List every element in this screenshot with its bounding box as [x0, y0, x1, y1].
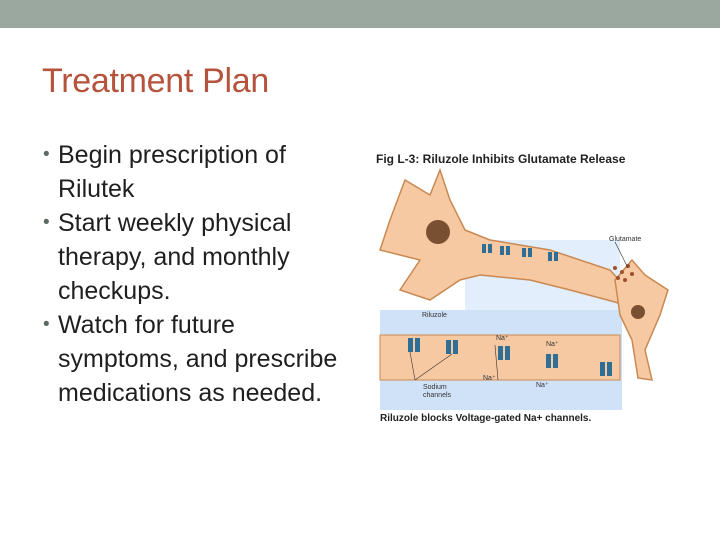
bullet-icon: •	[43, 144, 50, 165]
figure-caption: Fig L-3: Riluzole Inhibits Glutamate Rel…	[376, 152, 626, 166]
label-riluzole: Riluzole	[422, 312, 447, 319]
riluzole-figure	[379, 167, 669, 410]
bullet-icon: •	[43, 212, 50, 233]
bullet-item: •Watch for future symptoms, and prescrib…	[42, 308, 342, 410]
bullet-list: •Begin prescription of Rilutek •Start we…	[42, 138, 342, 410]
top-banner	[0, 0, 720, 28]
label-glutamate: Glutamate	[609, 236, 642, 243]
neuron-nucleus	[426, 220, 450, 244]
upper-channels	[482, 244, 558, 261]
label-na-3: Na⁺	[483, 375, 496, 382]
slide-title: Treatment Plan	[42, 62, 269, 100]
label-na-1: Na⁺	[496, 335, 509, 342]
figure-note: Riluzole blocks Voltage-gated Na+ channe…	[380, 413, 592, 424]
sodium-channel-icons	[408, 338, 612, 376]
pointer-lines	[409, 241, 629, 381]
neuron-terminal	[614, 258, 669, 381]
label-na-2: Na⁺	[546, 341, 559, 348]
label-channels: channels	[423, 392, 452, 399]
label-sodium: Sodium	[423, 384, 447, 391]
glutamate-vesicles	[613, 264, 634, 282]
bullet-item: •Start weekly physical therapy, and mont…	[42, 206, 342, 308]
bullet-icon: •	[43, 314, 50, 335]
terminal-nucleus	[631, 305, 645, 319]
label-na-4: Na⁺	[536, 382, 549, 389]
bullet-item: •Begin prescription of Rilutek	[42, 138, 342, 206]
